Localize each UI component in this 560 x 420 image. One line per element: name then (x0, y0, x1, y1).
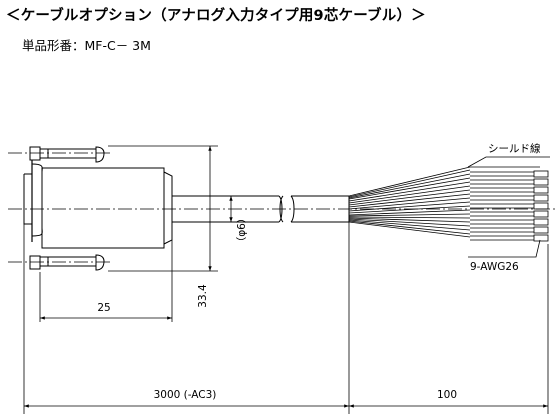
page-title: ＜ケーブルオプション（アナログ入力タイプ用9芯ケーブル）＞ (6, 8, 426, 24)
center-lines (8, 152, 556, 263)
model-number-line: 単品形番：MF-C－ 3M (22, 38, 151, 53)
dim-connector-height: 33.4 (197, 284, 209, 308)
upper-jack-screw (29, 146, 105, 163)
label-awg: 9-AWG26 (470, 261, 519, 273)
connector-shell (23, 160, 173, 249)
label-diameter: （φ6） (236, 213, 248, 248)
awg-leader (468, 239, 541, 258)
stripped-wire-ends (533, 170, 549, 242)
lower-jack-screw (29, 254, 105, 271)
dim-connector-width: 25 (97, 302, 110, 314)
fanned-wire-leads (348, 166, 540, 241)
shield-wire-leader (467, 156, 550, 168)
dim-lead-length: 100 (437, 389, 457, 401)
extension-lines (23, 145, 549, 414)
label-shield-wire: シールド線 (488, 142, 541, 155)
dim-cable-length: 3000 (-AC3) (154, 389, 217, 401)
